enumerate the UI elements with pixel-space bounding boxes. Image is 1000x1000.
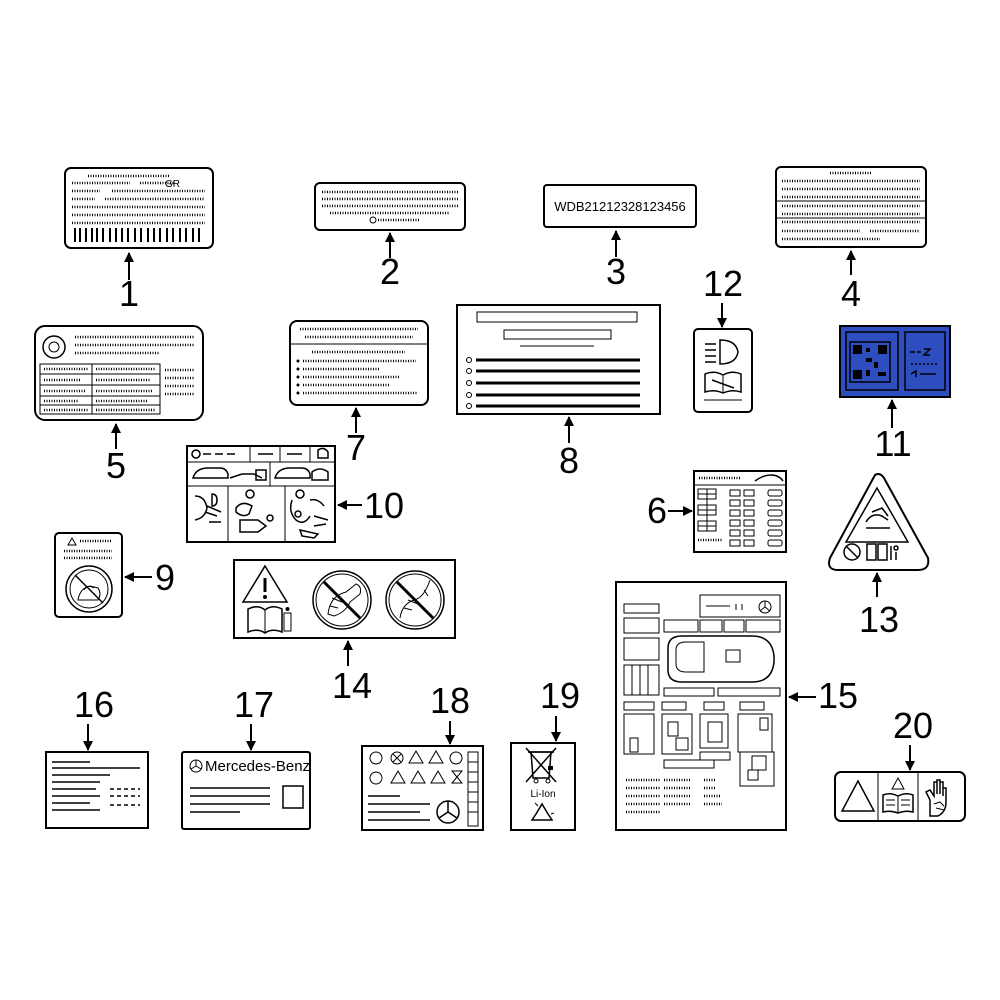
mercedes-star-icon — [189, 759, 203, 773]
no-child-seat-icon — [385, 570, 445, 630]
book-icon — [882, 792, 914, 814]
headlight-icon — [705, 339, 739, 365]
label-10[interactable] — [186, 445, 336, 543]
callout-8: 8 — [559, 440, 579, 481]
label-19-text: Li-Ion — [530, 789, 555, 800]
label-12[interactable] — [693, 328, 753, 413]
callout-1: 1 — [119, 273, 139, 314]
callout-6: 6 — [647, 490, 667, 531]
label-16[interactable] — [45, 751, 149, 829]
qr-code-icon — [845, 331, 899, 391]
callout-5: 5 — [106, 445, 126, 486]
callout-numbers: 1 2 3 4 5 6 7 8 9 10 11 12 13 14 15 16 1… — [74, 251, 933, 746]
no-child-seat-icon — [65, 565, 113, 613]
wheel-icon — [42, 335, 66, 359]
warning-triangle-icon — [241, 564, 289, 603]
label-6[interactable] — [693, 470, 787, 553]
callout-20: 20 — [893, 705, 933, 746]
callout-12: 12 — [703, 263, 743, 304]
label-3[interactable]: WDB21212328123456 — [543, 184, 697, 228]
callout-18: 18 — [430, 680, 470, 721]
callout-17: 17 — [234, 684, 274, 725]
callout-16: 16 — [74, 684, 114, 725]
no-child-seat-icon — [312, 570, 372, 630]
crossed-bin-icon — [525, 747, 557, 784]
label-19[interactable]: Li-Ion — [510, 742, 576, 831]
label-1[interactable]: GR — [64, 167, 214, 249]
label-2[interactable] — [314, 182, 466, 231]
label-1-text: GR — [165, 179, 180, 190]
label-8[interactable] — [456, 304, 661, 415]
no-child-seat-icon — [843, 543, 861, 561]
recycle-icon — [530, 802, 555, 821]
label-18[interactable] — [361, 745, 484, 831]
callout-7: 7 — [346, 427, 366, 468]
label-9[interactable] — [54, 532, 123, 618]
label-4[interactable] — [775, 166, 927, 248]
label-11[interactable] — [839, 325, 951, 398]
callout-11: 11 — [874, 423, 911, 464]
callout-4: 4 — [841, 273, 861, 314]
callout-9: 9 — [155, 557, 175, 598]
warning-triangle-icon — [840, 779, 876, 812]
mercedes-star-icon — [436, 800, 460, 824]
callout-15: 15 — [818, 675, 858, 716]
label-17[interactable]: Mercedes-Benz — [181, 751, 311, 830]
label-13[interactable] — [828, 473, 930, 571]
label-15[interactable] — [615, 581, 787, 831]
car-outline-icon — [667, 635, 775, 683]
callout-arrows — [83, 230, 915, 771]
label-7[interactable] — [289, 320, 429, 406]
callout-2: 2 — [380, 251, 400, 292]
label-3-vin: WDB21212328123456 — [554, 199, 686, 214]
label-5[interactable] — [34, 325, 204, 421]
callout-19: 19 — [540, 675, 580, 716]
warning-triangle-icon — [844, 486, 910, 543]
book-icon — [704, 371, 742, 394]
label-14[interactable] — [233, 559, 456, 639]
callout-14: 14 — [332, 665, 372, 706]
callout-13: 13 — [859, 599, 899, 640]
label-17-brand: Mercedes-Benz — [205, 758, 310, 775]
book-icon — [247, 606, 292, 634]
label-20[interactable] — [834, 771, 966, 822]
callout-10: 10 — [364, 485, 404, 526]
callout-3: 3 — [606, 251, 626, 292]
hand-icon — [924, 779, 947, 817]
